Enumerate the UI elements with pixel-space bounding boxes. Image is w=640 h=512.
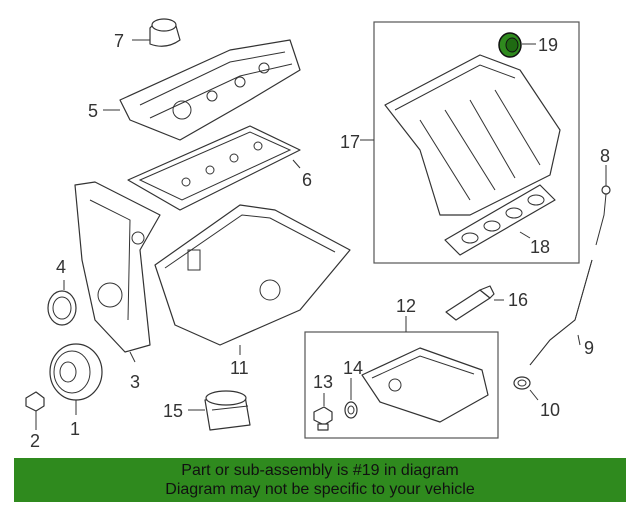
dipstick-tube[interactable] — [529, 259, 593, 366]
callout-11: 11 — [230, 358, 249, 378]
pulley-bolt[interactable] — [25, 391, 45, 420]
intake-manifold[interactable] — [384, 54, 561, 216]
callout-15: 15 — [163, 401, 183, 421]
callout-3: 3 — [130, 372, 140, 392]
oil-filter[interactable] — [204, 390, 251, 431]
callout-1: 1 — [70, 419, 80, 439]
callout-14: 14 — [343, 358, 363, 378]
dipstick[interactable] — [595, 185, 611, 246]
info-banner: Part or sub-assembly is #19 in diagram D… — [14, 458, 626, 502]
callout-18: 18 — [530, 237, 550, 257]
callout-7: 7 — [114, 31, 124, 51]
callout-8: 8 — [600, 146, 610, 166]
part-19-o-ring[interactable] — [498, 32, 522, 58]
callout-13: 13 — [313, 372, 333, 392]
intake-manifold-frame — [373, 21, 580, 264]
timing-cover[interactable] — [74, 181, 161, 353]
valve-cover-gasket[interactable] — [127, 125, 301, 211]
oil-filler-cap[interactable] — [149, 18, 181, 47]
banner-line-2: Diagram may not be specific to your vehi… — [165, 481, 475, 498]
dipstick-tube-o-ring[interactable] — [513, 376, 531, 390]
valve-cover[interactable] — [119, 39, 301, 141]
lower-oil-pan[interactable] — [361, 347, 489, 423]
front-crankshaft-seal[interactable] — [47, 290, 77, 326]
drain-plug[interactable] — [313, 406, 333, 431]
callout-10: 10 — [540, 400, 560, 420]
callout-12: 12 — [396, 296, 416, 316]
upper-oil-pan[interactable] — [154, 204, 351, 346]
callout-6: 6 — [302, 170, 312, 190]
oil-pan-lower-frame — [304, 331, 499, 439]
callout-9: 9 — [584, 338, 594, 358]
drain-plug-washer[interactable] — [344, 401, 358, 419]
callout-5: 5 — [88, 101, 98, 121]
sealant-tube[interactable] — [445, 285, 495, 321]
intake-manifold-gasket[interactable] — [444, 184, 556, 256]
callout-2: 2 — [30, 431, 40, 451]
callout-17: 17 — [340, 132, 360, 152]
callout-19: 19 — [538, 35, 558, 55]
crankshaft-pulley[interactable] — [49, 343, 103, 401]
callout-4: 4 — [56, 257, 66, 277]
callout-16: 16 — [508, 290, 528, 310]
banner-line-1: Part or sub-assembly is #19 in diagram — [181, 462, 459, 479]
